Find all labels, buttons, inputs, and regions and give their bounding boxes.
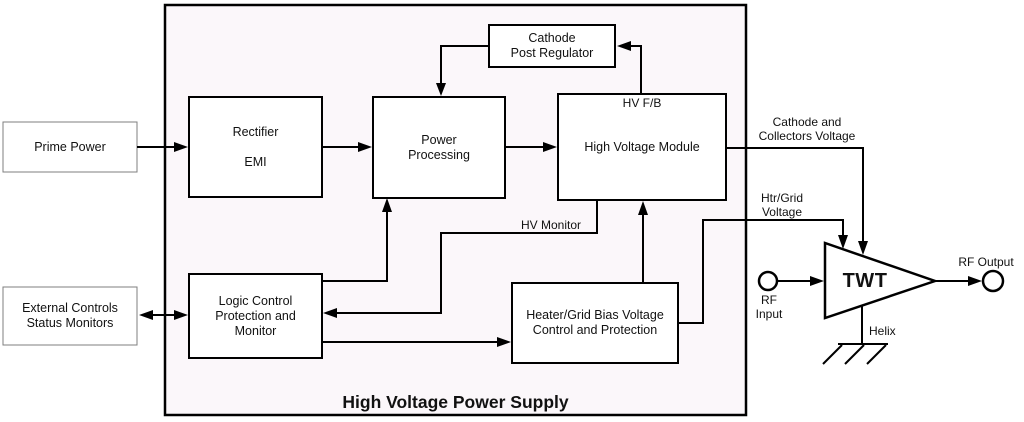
high-voltage-module-label: High Voltage Module [584, 139, 700, 154]
arrow-hv-monitor-into-logic [323, 308, 337, 318]
arrow-heater-into-hvmodule [638, 201, 648, 215]
arrowheads [139, 41, 982, 347]
prime-power-label: Prime Power [34, 139, 106, 154]
htr-grid-voltage-label: Htr/Grid Voltage [761, 191, 803, 219]
prime-power-box [2, 121, 138, 173]
rf-input-port-circle [757, 270, 779, 292]
arrow-into-power [358, 142, 372, 152]
logic-control-label: Logic Control Protection and Monitor [215, 293, 296, 338]
arrow-into-logic-control [174, 310, 188, 320]
heater-grid-bias-label: Heater/Grid Bias Voltage Control and Pro… [526, 308, 664, 337]
diagram-title: High Voltage Power Supply [342, 391, 569, 412]
external-controls-label: External Controls Status Monitors [22, 301, 118, 330]
logic-control-box [188, 273, 323, 359]
hv-fb-label: HV F/B [622, 96, 662, 110]
arrow-into-power-top [436, 83, 446, 96]
high-voltage-module-box [557, 93, 727, 201]
cathode-post-regulator-box [488, 24, 616, 68]
hv-monitor-label: HV Monitor [520, 218, 582, 232]
cathode-collectors-voltage-label: Cathode and Collectors Voltage [758, 115, 856, 143]
arrow-cathode-into-twt [858, 241, 868, 255]
cathode-post-regulator-label: Cathode Post Regulator [510, 31, 594, 60]
heater-grid-bias-box [511, 282, 679, 364]
rf-input-label: RF Input [755, 293, 783, 321]
arrow-into-rf-output [968, 276, 982, 286]
rectifier-emi-box [188, 96, 323, 198]
arrow-into-hvmodule [543, 142, 557, 152]
arrow-into-heater-grid [497, 337, 511, 347]
connector-hv-monitor [336, 200, 598, 314]
arrow-htr-grid-into-twt [838, 235, 848, 249]
arrow-into-cathode-reg [617, 41, 631, 51]
connector-hvfb [631, 45, 642, 94]
connector-logic-to-power [322, 211, 388, 282]
arrow-into-external-controls [139, 310, 153, 320]
twt-amplifier-triangle [823, 241, 939, 320]
connector-htr-grid [678, 219, 844, 324]
connector-cathode-to-power [440, 45, 489, 83]
power-processing-box [372, 96, 506, 199]
arrow-rf-into-twt [810, 276, 824, 286]
helix-label: Helix [869, 324, 896, 338]
arrow-logic-into-power-bottom [382, 198, 392, 212]
rectifier-emi-label: Rectifier EMI [232, 124, 279, 169]
external-controls-box [2, 286, 138, 346]
connector-cathode-collectors [726, 147, 864, 241]
arrow-into-rectifier [174, 142, 188, 152]
power-processing-label: Power Processing [408, 132, 470, 162]
ground-symbol-icon [822, 343, 888, 365]
rf-output-label: RF Output [958, 255, 1014, 269]
twt-label: TWT [842, 269, 888, 292]
rf-output-port-circle [981, 269, 1005, 293]
